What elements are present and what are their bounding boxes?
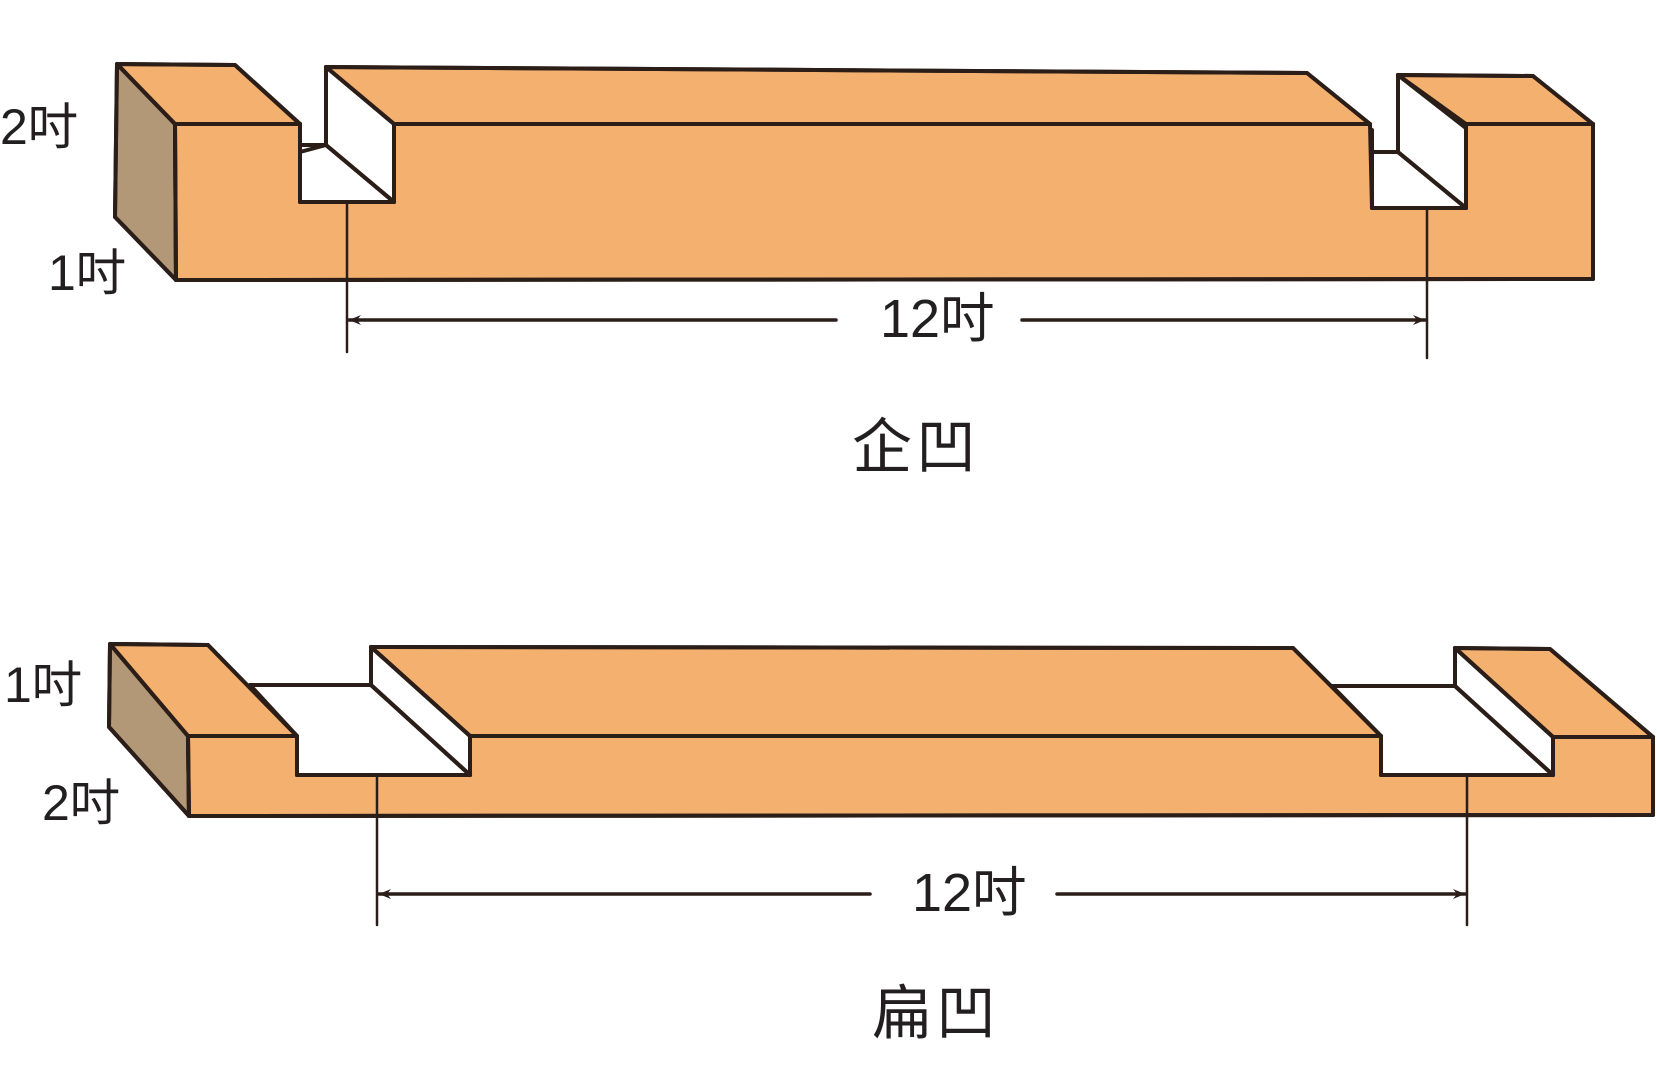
dimension-span-top	[345, 200, 1429, 360]
top-face-middle	[369, 645, 1383, 738]
notch-right	[1370, 73, 1468, 210]
span-label: 12吋	[898, 866, 1041, 920]
depth-label: 2吋	[42, 775, 120, 831]
notch-left	[298, 65, 396, 204]
beam-qi-ao	[113, 62, 1595, 282]
diagram-title: 企凹	[852, 413, 980, 483]
diagram-title: 扁凹	[872, 979, 1000, 1049]
depth-label: 1吋	[48, 245, 126, 301]
beam-bian-ao	[107, 642, 1655, 818]
notch-left	[248, 645, 472, 777]
height-label: 2吋	[0, 99, 78, 155]
top-face-middle	[324, 65, 1372, 126]
span-label: 12吋	[866, 292, 1009, 346]
dimension-span-bottom	[375, 773, 1469, 927]
height-label: 1吋	[4, 657, 82, 713]
